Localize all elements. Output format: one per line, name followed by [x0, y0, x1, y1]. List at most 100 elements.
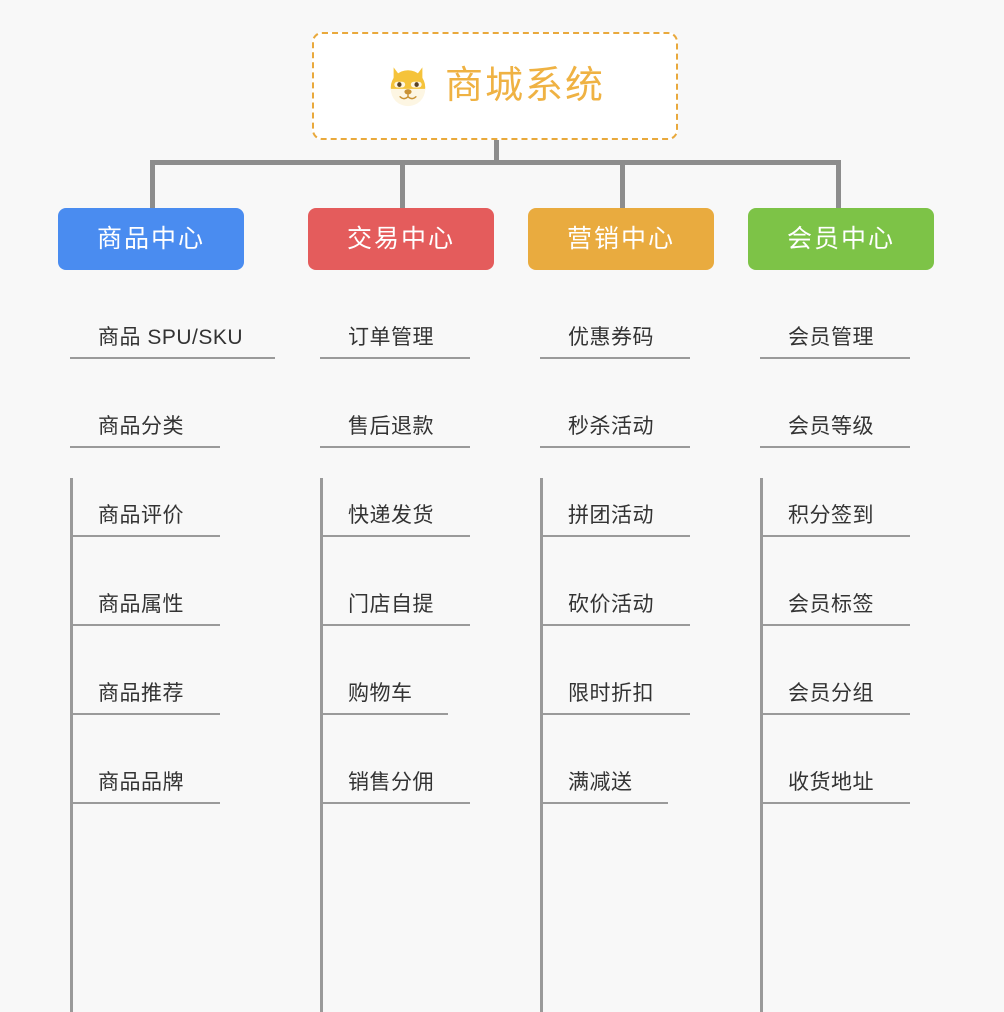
- leaf-underline: [760, 357, 910, 359]
- leaf-underline: [760, 535, 910, 537]
- leaf-label: 会员标签: [788, 593, 874, 616]
- dog-face-icon: [390, 67, 426, 107]
- leaf-spine-trade-center: [320, 478, 323, 1012]
- list-item[interactable]: 订单管理: [308, 270, 494, 359]
- leaf-underline: [760, 713, 910, 715]
- leaf-underline: [320, 535, 470, 537]
- leaf-label: 拼团活动: [568, 504, 654, 527]
- leaf-underline: [70, 802, 220, 804]
- leaf-list-member-center: 会员管理 会员等级 积分签到 会员标签 会员分组 收货地址: [748, 270, 934, 804]
- leaf-list-trade-center: 订单管理 售后退款 快递发货 门店自提 购物车 销售分佣: [308, 270, 494, 804]
- list-item[interactable]: 秒杀活动: [528, 359, 714, 448]
- leaf-label: 商品推荐: [98, 682, 184, 705]
- leaf-list-product-center: 商品 SPU/SKU 商品分类 商品评价 商品属性 商品推荐 商品品牌: [58, 270, 275, 804]
- leaf-underline: [760, 802, 910, 804]
- category-box-product-center[interactable]: 商品中心: [58, 208, 244, 270]
- leaf-underline: [70, 357, 275, 359]
- column-marketing-center: 营销中心 优惠券码 秒杀活动 拼团活动 砍价活动 限时折扣: [528, 208, 714, 1012]
- branch-drop-3: [620, 160, 625, 208]
- leaf-list-marketing-center: 优惠券码 秒杀活动 拼团活动 砍价活动 限时折扣 满减送: [528, 270, 714, 804]
- leaf-underline: [320, 357, 470, 359]
- list-item[interactable]: 满减送: [528, 715, 714, 804]
- leaf-label: 秒杀活动: [568, 415, 654, 438]
- leaf-underline: [70, 624, 220, 626]
- list-item[interactable]: 门店自提: [308, 537, 494, 626]
- column-member-center: 会员中心 会员管理 会员等级 积分签到 会员标签 会员分组: [748, 208, 934, 1012]
- leaf-spine-marketing-center: [540, 478, 543, 1012]
- list-item[interactable]: 商品属性: [58, 537, 244, 626]
- leaf-underline: [320, 446, 470, 448]
- list-item[interactable]: 商品品牌: [58, 715, 244, 804]
- branch-drop-4: [836, 160, 841, 208]
- leaf-label: 优惠券码: [568, 326, 654, 349]
- leaf-label: 会员等级: [788, 415, 874, 438]
- column-product-center: 商品中心 商品 SPU/SKU 商品分类 商品评价 商品属性 商品推荐: [58, 208, 275, 1012]
- leaf-underline: [540, 802, 668, 804]
- leaf-label: 砍价活动: [568, 593, 654, 616]
- category-label: 营销中心: [566, 224, 675, 253]
- leaf-label: 门店自提: [348, 593, 434, 616]
- leaf-label: 满减送: [568, 771, 633, 794]
- leaf-underline: [320, 713, 448, 715]
- list-item[interactable]: 商品分类: [58, 359, 244, 448]
- trunk-vertical-connector: [494, 140, 499, 164]
- leaf-label: 售后退款: [348, 415, 434, 438]
- category-box-trade-center[interactable]: 交易中心: [308, 208, 494, 270]
- leaf-label: 限时折扣: [568, 682, 654, 705]
- leaf-label: 商品品牌: [98, 771, 184, 794]
- leaf-underline: [540, 535, 690, 537]
- category-box-marketing-center[interactable]: 营销中心: [528, 208, 714, 270]
- list-item[interactable]: 快递发货: [308, 448, 494, 537]
- trunk-horizontal-connector: [150, 160, 840, 165]
- leaf-underline: [540, 446, 690, 448]
- leaf-label: 商品评价: [98, 504, 184, 527]
- leaf-label: 商品分类: [98, 415, 184, 438]
- leaf-label: 销售分佣: [348, 771, 434, 794]
- leaf-label: 购物车: [348, 682, 413, 705]
- leaf-underline: [70, 713, 220, 715]
- category-label: 商品中心: [96, 224, 205, 253]
- list-item[interactable]: 会员等级: [748, 359, 934, 448]
- leaf-underline: [70, 535, 220, 537]
- leaf-label: 订单管理: [348, 326, 434, 349]
- leaf-label: 快递发货: [348, 504, 434, 527]
- list-item[interactable]: 会员分组: [748, 626, 934, 715]
- root-title: 商城系统: [444, 65, 605, 107]
- leaf-underline: [540, 624, 690, 626]
- category-label: 交易中心: [346, 224, 455, 253]
- column-trade-center: 交易中心 订单管理 售后退款 快递发货 门店自提 购物车: [308, 208, 494, 1012]
- branch-drop-2: [400, 160, 405, 208]
- leaf-underline: [540, 357, 690, 359]
- leaf-underline: [760, 624, 910, 626]
- list-item[interactable]: 销售分佣: [308, 715, 494, 804]
- list-item[interactable]: 限时折扣: [528, 626, 714, 715]
- leaf-label: 会员分组: [788, 682, 874, 705]
- leaf-label: 商品属性: [98, 593, 184, 616]
- list-item[interactable]: 收货地址: [748, 715, 934, 804]
- leaf-spine-member-center: [760, 478, 763, 1012]
- root-node[interactable]: 商城系统: [312, 32, 678, 140]
- branch-drop-1: [150, 160, 155, 208]
- list-item[interactable]: 商品评价: [58, 448, 244, 537]
- list-item[interactable]: 购物车: [308, 626, 494, 715]
- list-item[interactable]: 商品 SPU/SKU: [58, 270, 275, 359]
- category-box-member-center[interactable]: 会员中心: [748, 208, 934, 270]
- leaf-label: 会员管理: [788, 326, 874, 349]
- leaf-underline: [320, 802, 470, 804]
- leaf-underline: [320, 624, 470, 626]
- leaf-label: 积分签到: [788, 504, 874, 527]
- list-item[interactable]: 会员管理: [748, 270, 934, 359]
- list-item[interactable]: 售后退款: [308, 359, 494, 448]
- list-item[interactable]: 商品推荐: [58, 626, 244, 715]
- leaf-underline: [70, 446, 220, 448]
- leaf-label: 收货地址: [788, 771, 874, 794]
- category-label: 会员中心: [786, 224, 895, 253]
- list-item[interactable]: 优惠券码: [528, 270, 714, 359]
- list-item[interactable]: 积分签到: [748, 448, 934, 537]
- list-item[interactable]: 拼团活动: [528, 448, 714, 537]
- leaf-underline: [540, 713, 690, 715]
- org-chart-canvas: 商城系统 商品中心 商品 SPU/SKU 商品分类 商品评价 商品属: [58, 32, 934, 1012]
- leaf-underline: [760, 446, 910, 448]
- list-item[interactable]: 会员标签: [748, 537, 934, 626]
- list-item[interactable]: 砍价活动: [528, 537, 714, 626]
